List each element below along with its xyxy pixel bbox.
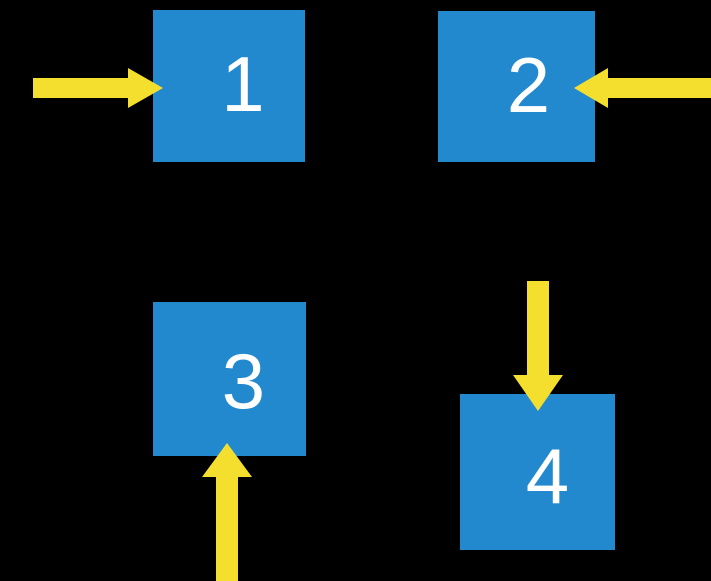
node-2-label: 2 — [506, 40, 551, 129]
arrow-left-into-node-2-icon — [574, 68, 711, 108]
node-2[interactable]: 2 — [438, 11, 595, 162]
arrow-up-into-node-3-icon — [202, 443, 252, 581]
node-4-label: 4 — [525, 432, 570, 520]
arrow-down-into-node-4-icon — [513, 281, 563, 411]
node-4[interactable]: 4 — [460, 394, 615, 550]
node-1-label: 1 — [221, 40, 265, 128]
node-3[interactable]: 3 — [153, 302, 306, 456]
node-3-label: 3 — [221, 337, 266, 425]
node-1[interactable]: 1 — [153, 10, 305, 162]
arrow-right-into-node-1-icon — [33, 68, 163, 108]
